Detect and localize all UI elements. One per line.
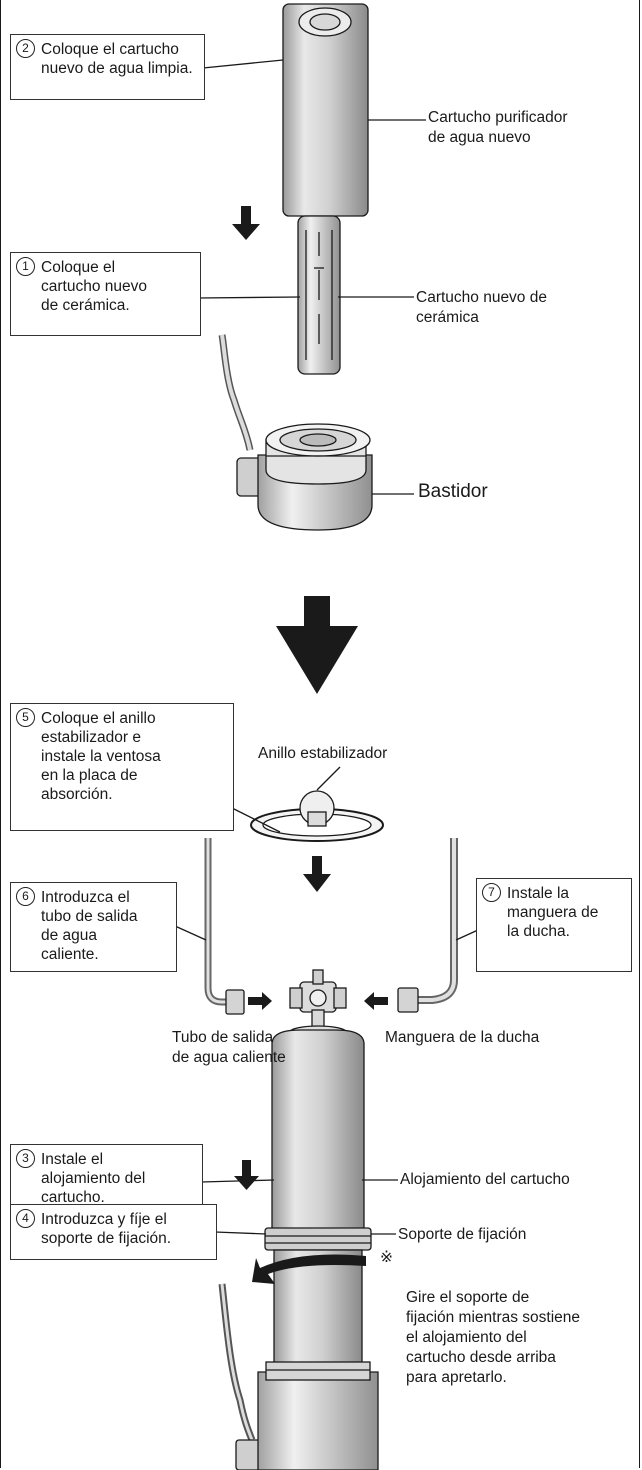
rotate-arrow bbox=[252, 1254, 366, 1284]
step-1-box: 1 Coloque el cartucho nuevo de cerámica. bbox=[10, 252, 201, 336]
step-6-text: Introduzca el tubo de salida de agua cal… bbox=[41, 889, 138, 963]
label-purifier-cartridge: Cartucho purificador de agua nuevo bbox=[428, 109, 568, 146]
step-7-text: Instale la manguera de la ducha. bbox=[507, 885, 599, 940]
step-5-number: 5 bbox=[16, 708, 35, 727]
t-connector bbox=[289, 969, 347, 1033]
leader-s1 bbox=[198, 296, 301, 299]
lower-housing bbox=[218, 1249, 379, 1470]
step-6-number: 6 bbox=[16, 887, 35, 906]
leader-s6 bbox=[174, 925, 207, 941]
leader-s2 bbox=[202, 59, 284, 69]
arrow-down-small-1 bbox=[232, 206, 260, 240]
label-hot-water-tube: Tubo de salida de agua caliente bbox=[172, 1029, 286, 1066]
leader-s7 bbox=[455, 929, 479, 941]
leader-ring bbox=[316, 766, 341, 791]
step-2-text: Coloque el cartucho nuevo de agua limpia… bbox=[41, 41, 193, 77]
step-5-box: 5 Coloque el anillo estabilizador e inst… bbox=[10, 703, 234, 831]
label-fixing-bracket: Soporte de fijación bbox=[398, 1226, 527, 1243]
leader-s3 bbox=[200, 1179, 275, 1183]
hot-water-tube bbox=[204, 838, 245, 1015]
stabilizer-ring bbox=[250, 790, 384, 842]
step-7-box: 7 Instale la manguera de la ducha. bbox=[476, 878, 632, 972]
cartridge-housing bbox=[271, 1025, 365, 1231]
label-ceramic-cartridge: Cartucho nuevo de cerámica bbox=[416, 289, 547, 326]
step-7-number: 7 bbox=[482, 883, 501, 902]
leader-s4 bbox=[214, 1231, 267, 1235]
label-cartridge-housing: Alojamiento del cartucho bbox=[400, 1171, 570, 1188]
arrow-left bbox=[364, 992, 388, 1010]
note-mark: ※ bbox=[380, 1249, 393, 1266]
frame-base bbox=[218, 334, 373, 531]
purifier-cartridge bbox=[282, 3, 369, 217]
ceramic-cartridge bbox=[297, 215, 341, 375]
label-stabilizer-ring: Anillo estabilizador bbox=[258, 745, 388, 762]
arrow-down-small-2 bbox=[303, 856, 331, 892]
tightening-note: ※ Gire el soporte de fijación mientras s… bbox=[380, 1248, 580, 1388]
label-shower-hose: Manguera de la ducha bbox=[385, 1029, 540, 1046]
fixing-bracket bbox=[264, 1227, 372, 1251]
step-2-box: 2 Coloque el cartucho nuevo de agua limp… bbox=[10, 34, 205, 100]
step-2-number: 2 bbox=[16, 39, 35, 58]
step-5-text: Coloque el anillo estabilizador e instal… bbox=[41, 710, 161, 803]
leader-s5 bbox=[231, 807, 281, 833]
step-3-text: Instale el alojamiento del cartucho. bbox=[41, 1151, 146, 1206]
note-text: Gire el soporte de fijación mientras sos… bbox=[406, 1289, 581, 1386]
shower-hose bbox=[397, 838, 458, 1013]
step-4-box: 4 Introduzca y fíje el soporte de fijaci… bbox=[10, 1204, 217, 1260]
arrows bbox=[232, 206, 388, 1284]
label-frame: Bastidor bbox=[418, 481, 488, 502]
step-4-text: Introduzca y fíje el soporte de fijación… bbox=[41, 1211, 172, 1247]
step-6-box: 6 Introduzca el tubo de salida de agua c… bbox=[10, 882, 177, 972]
step-1-number: 1 bbox=[16, 257, 35, 276]
step-4-number: 4 bbox=[16, 1209, 35, 1228]
arrow-down-small-3 bbox=[234, 1160, 259, 1190]
step-1-text: Coloque el cartucho nuevo de cerámica. bbox=[41, 259, 147, 314]
arrow-down-large bbox=[276, 596, 358, 694]
step-3-number: 3 bbox=[16, 1149, 35, 1168]
arrow-right bbox=[248, 992, 272, 1010]
